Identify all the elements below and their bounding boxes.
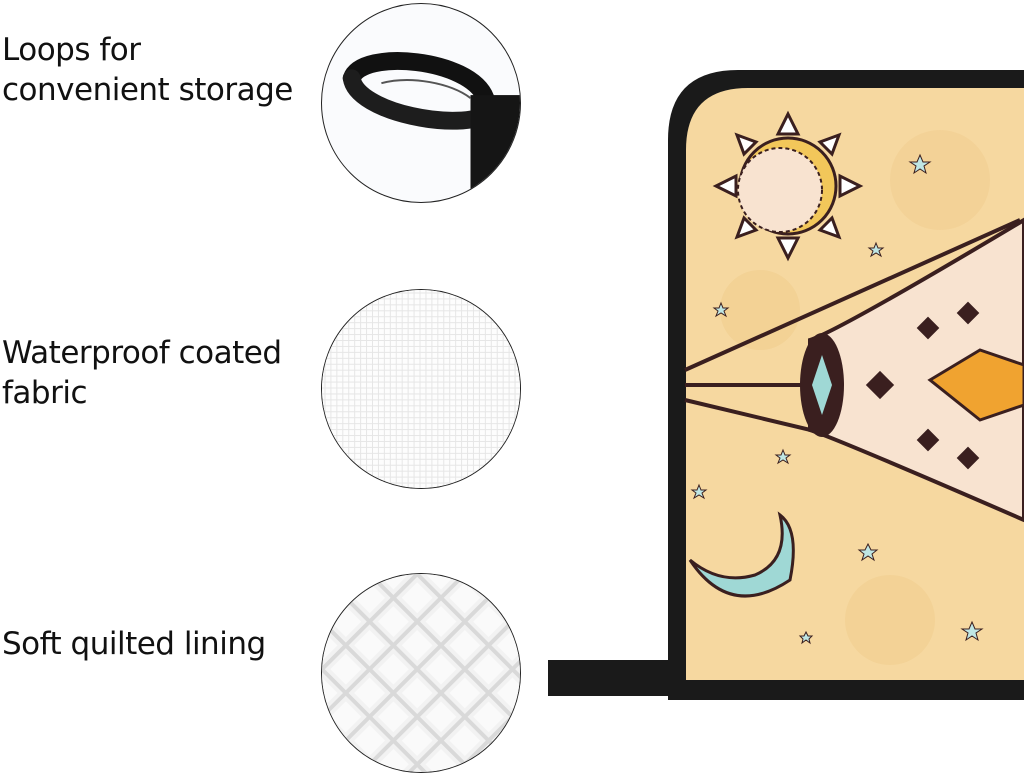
loop-detail-image (321, 3, 521, 203)
crescent-moon-icon (688, 511, 795, 598)
fabric-detail-image (321, 289, 521, 489)
fabric-texture-icon (322, 290, 520, 488)
tipi-icon (684, 217, 1024, 523)
star-icons (690, 153, 984, 645)
quilted-lining-icon (322, 574, 520, 772)
loop-icon (342, 52, 520, 190)
feature-label-quilted-lining: Soft quilted lining (2, 626, 266, 662)
lining-detail-image (321, 573, 521, 773)
feature-label-waterproof-fabric: Waterproof coated fabric (2, 335, 282, 411)
sun-icon (712, 110, 864, 262)
pot-holder-illustration (548, 70, 1024, 700)
feature-label-loops: Loops for convenient storage (2, 32, 293, 108)
